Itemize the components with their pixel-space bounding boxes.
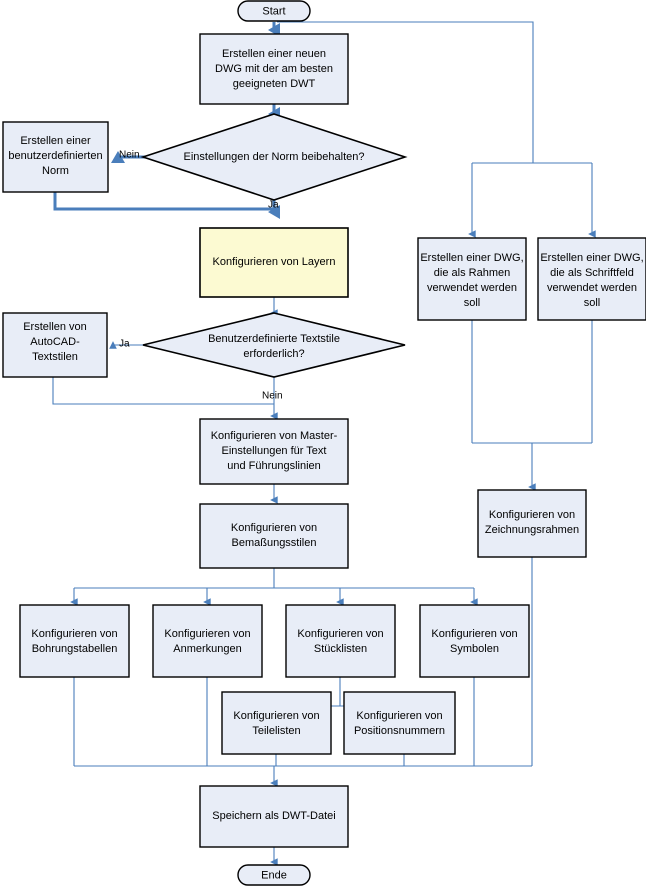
dwg-titleblock-line-2: die als Schriftfeld [550, 267, 634, 279]
symbols-line-1: Konfigurieren von [431, 628, 517, 640]
node-drawing-frames[interactable]: Konfigurieren von Zeichnungsrahmen [477, 489, 587, 558]
textstyle-decision-line-2: erforderlich? [243, 348, 304, 360]
positionsnummern-line-2: Positionsnummern [354, 725, 445, 737]
edge-label-norm-no: Nein [119, 150, 140, 161]
dimension-styles-shape [199, 503, 349, 569]
save-dwt-shape [199, 785, 349, 848]
new-dwg-line-3: geeigneten DWT [233, 78, 316, 90]
norm-decision-label: Einstellungen der Norm beibehalten? [183, 151, 364, 163]
node-save-dwt[interactable]: Speichern als DWT-Datei [199, 785, 349, 848]
master-settings-line-2: Einstellungen für Text [222, 445, 327, 457]
symbols-line-2: Symbolen [450, 643, 499, 655]
node-norm-decision[interactable]: Einstellungen der Norm beibehalten? [140, 113, 408, 201]
node-master-settings[interactable]: Konfigurieren von Master- Einstellungen … [199, 418, 349, 485]
positionsnummern-line-1: Konfigurieren von [356, 710, 442, 722]
dwg-border-line-2: die als Rahmen [434, 267, 510, 279]
acad-textstyles-line-3: Textstilen [32, 351, 78, 363]
annotations-shape [152, 604, 263, 678]
node-start[interactable]: Start [237, 0, 311, 22]
acad-textstyles-shape [2, 312, 108, 378]
start-label: Start [262, 5, 285, 17]
node-dwg-border[interactable]: Erstellen einer DWG, die als Rahmen verw… [417, 237, 527, 321]
dimension-styles-line-2: Bemaßungsstilen [232, 537, 317, 549]
annotations-line-1: Konfigurieren von [164, 628, 250, 640]
textstyle-decision-shape [142, 312, 406, 378]
new-dwg-line-1: Erstellen einer neuen [222, 48, 326, 60]
end-shape [237, 864, 311, 886]
end-label: Ende [261, 869, 287, 881]
node-end[interactable]: Ende [237, 864, 311, 886]
dimension-styles-line-1: Konfigurieren von [231, 522, 317, 534]
layers-shape [199, 227, 349, 298]
custom-norm-line-1: Erstellen einer [20, 135, 91, 147]
hole-tables-line-2: Bohrungstabellen [32, 643, 118, 655]
node-positionsnummern[interactable]: Konfigurieren von Positionsnummern [343, 691, 456, 755]
drawing-frames-line-2: Zeichnungsrahmen [485, 524, 579, 536]
node-new-dwg[interactable]: Erstellen einer neuen DWG mit der am bes… [199, 33, 349, 105]
parts-lists-line-1: Konfigurieren von [297, 628, 383, 640]
norm-decision-shape [140, 113, 408, 201]
new-dwg-shape [199, 33, 349, 105]
parts-lists-line-2: Stücklisten [314, 643, 367, 655]
master-settings-line-1: Konfigurieren von Master- [211, 430, 338, 442]
drawing-frames-line-1: Konfigurieren von [489, 509, 575, 521]
custom-norm-line-3: Norm [42, 165, 69, 177]
positionsnummern-shape [343, 691, 456, 755]
dwg-titleblock-line-1: Erstellen einer DWG, [540, 252, 643, 264]
edge-label-norm-yes: Ja [268, 200, 279, 211]
dwg-border-shape [417, 237, 527, 321]
parts-lists-shape [285, 604, 396, 678]
annotations-line-2: Anmerkungen [173, 643, 242, 655]
hole-tables-line-1: Konfigurieren von [31, 628, 117, 640]
node-custom-norm[interactable]: Erstellen einer benutzerdefinierten Norm [2, 121, 109, 193]
acad-textstyles-line-2: AutoCAD- [30, 336, 80, 348]
teilelisten-line-2: Teilelisten [252, 725, 300, 737]
edge-acad-textstyles-return [52, 377, 274, 405]
node-symbols[interactable]: Konfigurieren von Symbolen [419, 604, 530, 678]
edge-custom-norm-return [53, 192, 274, 211]
node-textstyle-decision[interactable]: Benutzerdefinierte Textstile erforderlic… [142, 312, 406, 378]
layers-label: Konfigurieren von Layern [213, 256, 336, 268]
custom-norm-shape [2, 121, 109, 193]
start-shape [237, 0, 311, 22]
node-acad-textstyles[interactable]: Erstellen von AutoCAD- Textstilen [2, 312, 108, 378]
acad-textstyles-line-1: Erstellen von [23, 321, 87, 333]
node-annotations[interactable]: Konfigurieren von Anmerkungen [152, 604, 263, 678]
node-dwg-titleblock[interactable]: Erstellen einer DWG, die als Schriftfeld… [537, 237, 646, 321]
teilelisten-shape [221, 691, 332, 755]
save-dwt-label: Speichern als DWT-Datei [212, 810, 336, 822]
node-teilelisten[interactable]: Konfigurieren von Teilelisten [221, 691, 332, 755]
node-hole-tables[interactable]: Konfigurieren von Bohrungstabellen [19, 604, 130, 678]
dwg-titleblock-line-4: soll [584, 297, 601, 309]
master-settings-line-3: und Führungslinien [227, 460, 321, 472]
dwg-titleblock-shape [537, 237, 646, 321]
dwg-titleblock-line-3: verwendet werden [547, 282, 637, 294]
edge-label-textstyle-yes: Ja [119, 339, 130, 350]
edge-start-to-right-branch [277, 21, 534, 163]
dwg-border-line-4: soll [464, 297, 481, 309]
drawing-frames-shape [477, 489, 587, 558]
edge-label-textstyle-no: Nein [262, 391, 283, 402]
node-layers[interactable]: Konfigurieren von Layern [199, 227, 349, 298]
symbols-shape [419, 604, 530, 678]
custom-norm-line-2: benutzerdefinierten [8, 150, 102, 162]
textstyle-decision-line-1: Benutzerdefinierte Textstile [208, 333, 340, 345]
new-dwg-line-2: DWG mit der am besten [215, 63, 333, 75]
master-settings-shape [199, 418, 349, 485]
teilelisten-line-1: Konfigurieren von [233, 710, 319, 722]
node-dimension-styles[interactable]: Konfigurieren von Bemaßungsstilen [199, 503, 349, 569]
dwg-border-line-1: Erstellen einer DWG, [420, 252, 523, 264]
node-parts-lists[interactable]: Konfigurieren von Stücklisten [285, 604, 396, 678]
hole-tables-shape [19, 604, 130, 678]
dwg-border-line-3: verwendet werden [427, 282, 517, 294]
